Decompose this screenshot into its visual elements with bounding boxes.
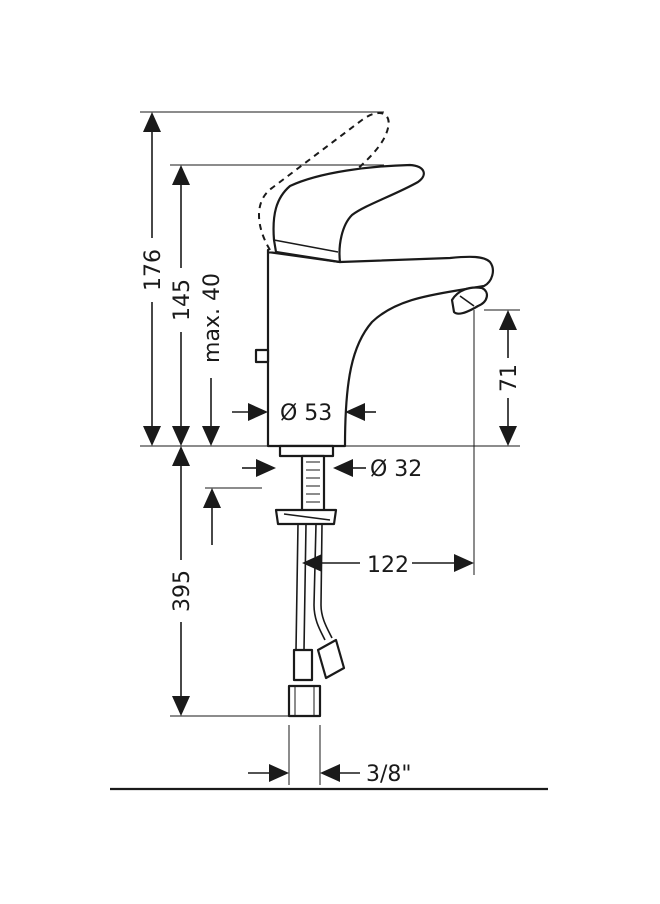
dimension-connection-thread: 3/8" xyxy=(248,762,412,787)
label-spout-reach: 122 xyxy=(367,553,409,578)
shank-thread xyxy=(306,461,320,503)
hose-fitting-nut xyxy=(287,684,322,718)
dimension-overall-height: 176 xyxy=(141,112,166,446)
handle-base-line xyxy=(273,239,339,253)
label-spout-height: 71 xyxy=(497,364,522,392)
label-lift-range: max. 40 xyxy=(200,273,225,363)
dimension-counter-thickness xyxy=(203,488,221,545)
handle xyxy=(272,163,425,264)
shank xyxy=(300,454,326,514)
raised-handle-outline xyxy=(258,112,390,251)
label-hose-length: 395 xyxy=(170,570,195,612)
dimension-hose-length: 395 xyxy=(170,446,195,716)
base-ring xyxy=(278,444,335,458)
dimension-shank-diameter: Ø 32 xyxy=(242,457,422,482)
nut-line xyxy=(283,513,331,521)
hose-fitting-right xyxy=(316,638,346,680)
dimension-lift-range: max. 40 xyxy=(200,273,225,446)
dimension-handle-height: 145 xyxy=(170,165,195,446)
hose-fitting-left-sleeve xyxy=(292,648,314,682)
label-body-diameter: Ø 53 xyxy=(280,401,332,426)
outlet-aerator-line xyxy=(459,295,475,307)
dimension-spout-reach: 122 xyxy=(302,553,474,578)
supply-hoses xyxy=(295,523,333,651)
label-overall-height: 176 xyxy=(141,249,166,291)
label-handle-height: 145 xyxy=(170,279,195,321)
popup-rod-knob xyxy=(254,348,270,364)
spout-outlet xyxy=(450,286,488,315)
dimension-body-diameter: Ø 53 xyxy=(232,401,376,426)
faucet-body xyxy=(266,248,494,448)
label-shank-diameter: Ø 32 xyxy=(370,457,422,482)
label-connection-thread: 3/8" xyxy=(366,762,412,787)
dimension-spout-height: 71 xyxy=(497,310,522,446)
